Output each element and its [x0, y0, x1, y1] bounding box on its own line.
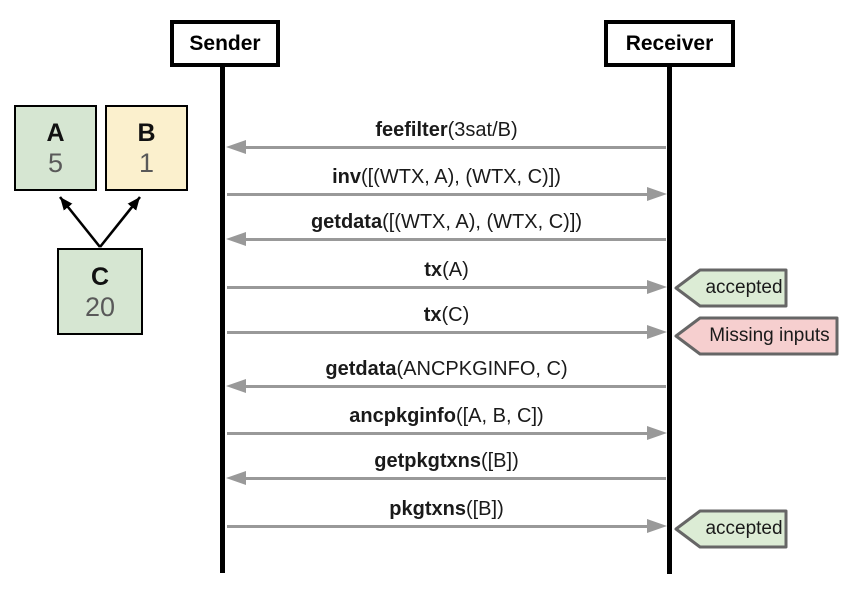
message-label: pkgtxns([B]) — [226, 498, 667, 521]
tag-shape-icon — [674, 316, 839, 356]
message-arrow-line — [227, 525, 651, 528]
arrowhead-right-icon — [647, 280, 667, 294]
annotation-accepted: accepted — [674, 268, 788, 308]
message-getdata-ancpkginfo: getdata(ANCPKGINFO, C) — [226, 356, 667, 393]
message-getpkgtxns: getpkgtxns([B]) — [226, 448, 667, 485]
message-arrow-line — [227, 432, 651, 435]
tag-shape-icon — [674, 509, 788, 549]
tx-node-fee: 1 — [138, 148, 155, 178]
annotation-text: accepted — [705, 277, 783, 298]
tx-node-label: B — [137, 119, 156, 147]
tx-node-b: B 1 — [105, 105, 188, 191]
message-args: ([(WTX, A), (WTX, C)]) — [382, 211, 583, 233]
message-args: ([B]) — [480, 450, 519, 472]
message-feefilter: feefilter(3sat/B) — [226, 117, 667, 154]
annotation-accepted: accepted — [674, 509, 788, 549]
receiver-lifeline — [667, 65, 672, 574]
arrowhead-right-icon — [647, 519, 667, 533]
message-args: (A) — [442, 259, 469, 281]
message-args: (3sat/B) — [447, 119, 518, 141]
receiver-label: Receiver — [625, 31, 714, 55]
annotation-text: Missing inputs — [709, 325, 830, 346]
message-arrow-line — [227, 286, 651, 289]
message-name: ancpkginfo — [349, 405, 456, 427]
arrowhead-right-icon — [647, 187, 667, 201]
tx-node-label: C — [90, 262, 110, 291]
message-args: ([B]) — [465, 498, 504, 520]
message-pkgtxns: pkgtxns([B]) — [226, 496, 667, 533]
arrowhead-right-icon — [647, 426, 667, 440]
message-arrow-line — [242, 146, 666, 149]
message-args: (ANCPKGINFO, C) — [396, 358, 568, 380]
message-args: (C) — [441, 304, 470, 326]
message-arrow-line — [242, 238, 666, 241]
arrowhead-left-icon — [226, 471, 246, 485]
annotation-text: accepted — [705, 518, 783, 539]
dependency-arrows-icon — [58, 196, 142, 248]
tx-node-a: A 5 — [14, 105, 97, 191]
message-getdata-wtx: getdata([(WTX, A), (WTX, C)]) — [226, 209, 667, 246]
message-name: getdata — [325, 358, 397, 380]
sender-label: Sender — [189, 31, 261, 55]
receiver-actor-box: Receiver — [604, 20, 735, 67]
message-name: tx — [424, 259, 443, 281]
message-label: ancpkginfo([A, B, C]) — [226, 405, 667, 428]
message-arrow-line — [227, 331, 651, 334]
message-label: feefilter(3sat/B) — [226, 119, 667, 142]
message-label: getdata([(WTX, A), (WTX, C)]) — [226, 211, 667, 234]
tx-node-fee: 20 — [84, 291, 116, 322]
tag-shape-icon — [674, 268, 788, 308]
message-label: tx(A) — [226, 259, 667, 282]
message-arrow-line — [242, 385, 666, 388]
message-inv: inv([(WTX, A), (WTX, C)]) — [226, 164, 667, 201]
message-arrow-line — [242, 477, 666, 480]
sender-actor-box: Sender — [170, 20, 280, 67]
message-label: getdata(ANCPKGINFO, C) — [226, 358, 667, 381]
message-label: tx(C) — [226, 304, 667, 327]
tx-node-label: A — [46, 119, 65, 147]
tx-node-fee: 5 — [47, 148, 64, 178]
message-name: getpkgtxns — [374, 450, 481, 472]
arrowhead-left-icon — [226, 140, 246, 154]
message-name: tx — [423, 304, 442, 326]
arrowhead-left-icon — [226, 232, 246, 246]
message-label: getpkgtxns([B]) — [226, 450, 667, 473]
message-tx-a: tx(A) — [226, 257, 667, 294]
message-label: inv([(WTX, A), (WTX, C)]) — [226, 166, 667, 189]
arrowhead-left-icon — [226, 379, 246, 393]
message-arrow-line — [227, 193, 651, 196]
message-ancpkginfo: ancpkginfo([A, B, C]) — [226, 403, 667, 440]
message-name: pkgtxns — [389, 498, 466, 520]
message-name: feefilter — [375, 119, 448, 141]
message-name: getdata — [310, 211, 383, 233]
message-args: ([A, B, C]) — [455, 405, 544, 427]
sender-lifeline — [220, 66, 225, 573]
message-name: inv — [332, 166, 361, 188]
annotation-missing-inputs: Missing inputs — [674, 316, 839, 356]
message-tx-c: tx(C) — [226, 302, 667, 339]
message-args: ([(WTX, A), (WTX, C)]) — [360, 166, 561, 188]
arrowhead-right-icon — [647, 325, 667, 339]
tx-node-c: C 20 — [57, 248, 143, 335]
